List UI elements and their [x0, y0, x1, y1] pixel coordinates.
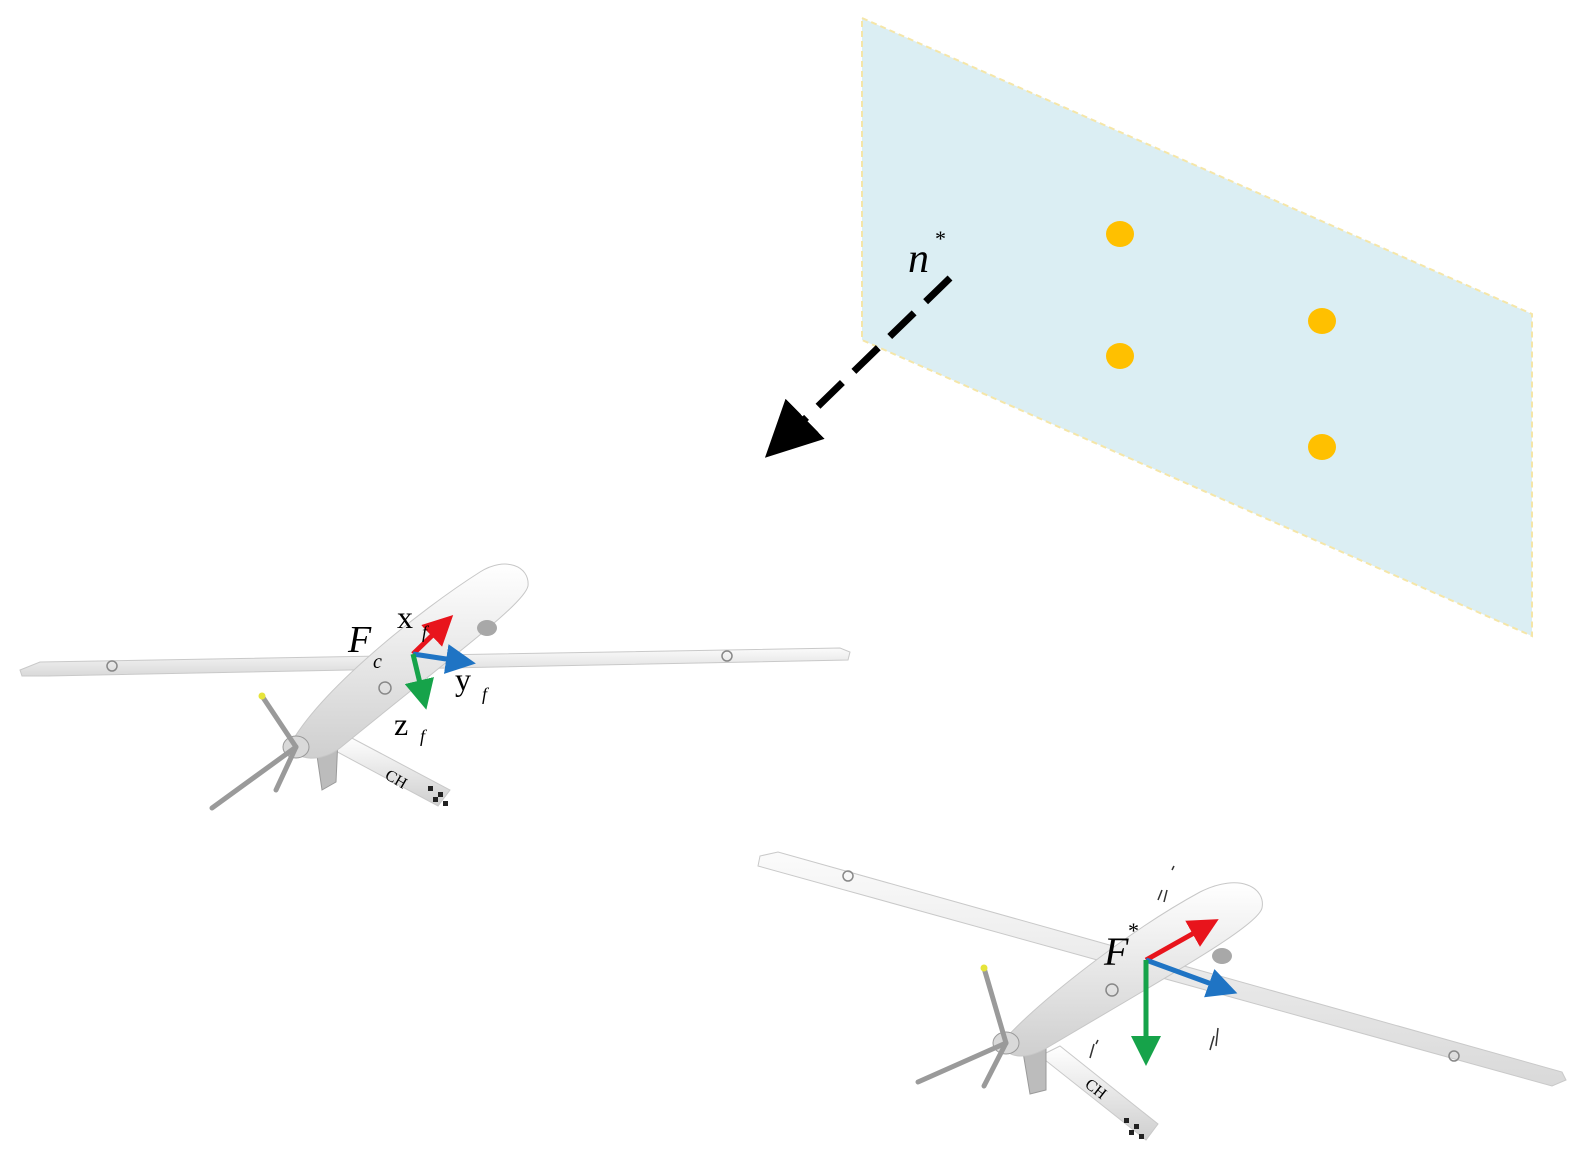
- feature-point: [1106, 221, 1134, 247]
- feature-point: [1308, 308, 1336, 334]
- current-z-label: z: [394, 706, 408, 742]
- desired-frame-axes: [1131, 919, 1238, 1066]
- normal-label: n: [908, 236, 929, 282]
- current-y-label: y: [455, 661, 471, 697]
- current-x-label: x: [397, 599, 413, 635]
- desired-axis-glyph-fragments: [1089, 865, 1219, 1059]
- axis-x-arrow: [1144, 919, 1219, 963]
- desired-frame-label: F: [1103, 929, 1129, 974]
- current-x-subscript: f: [422, 622, 430, 642]
- desired-frame-superscript: *: [1128, 918, 1139, 943]
- current-frame-label: F: [347, 619, 372, 661]
- normal-superscript: *: [935, 226, 946, 251]
- current-y-subscript: f: [482, 684, 490, 704]
- normal-vector-arrow: [764, 275, 953, 458]
- target-plane: [861, 16, 1533, 638]
- current-uav: CH: [19, 563, 851, 811]
- axis-x-arrow: [411, 615, 454, 656]
- feature-point: [1308, 434, 1336, 460]
- desired-uav: CH: [757, 851, 1567, 1141]
- axis-y-arrow: [1145, 957, 1238, 998]
- checker-tail: [428, 786, 448, 806]
- current-z-subscript: f: [420, 726, 428, 746]
- feature-point: [1106, 343, 1134, 369]
- propeller: [915, 964, 1020, 1089]
- current-frame-subscript: c: [373, 651, 382, 673]
- propeller: [209, 692, 310, 811]
- axis-y-arrow: [412, 644, 476, 674]
- axis-z-arrow: [404, 653, 434, 710]
- current-frame-axes: [404, 615, 476, 710]
- checker-tail: [1124, 1118, 1144, 1139]
